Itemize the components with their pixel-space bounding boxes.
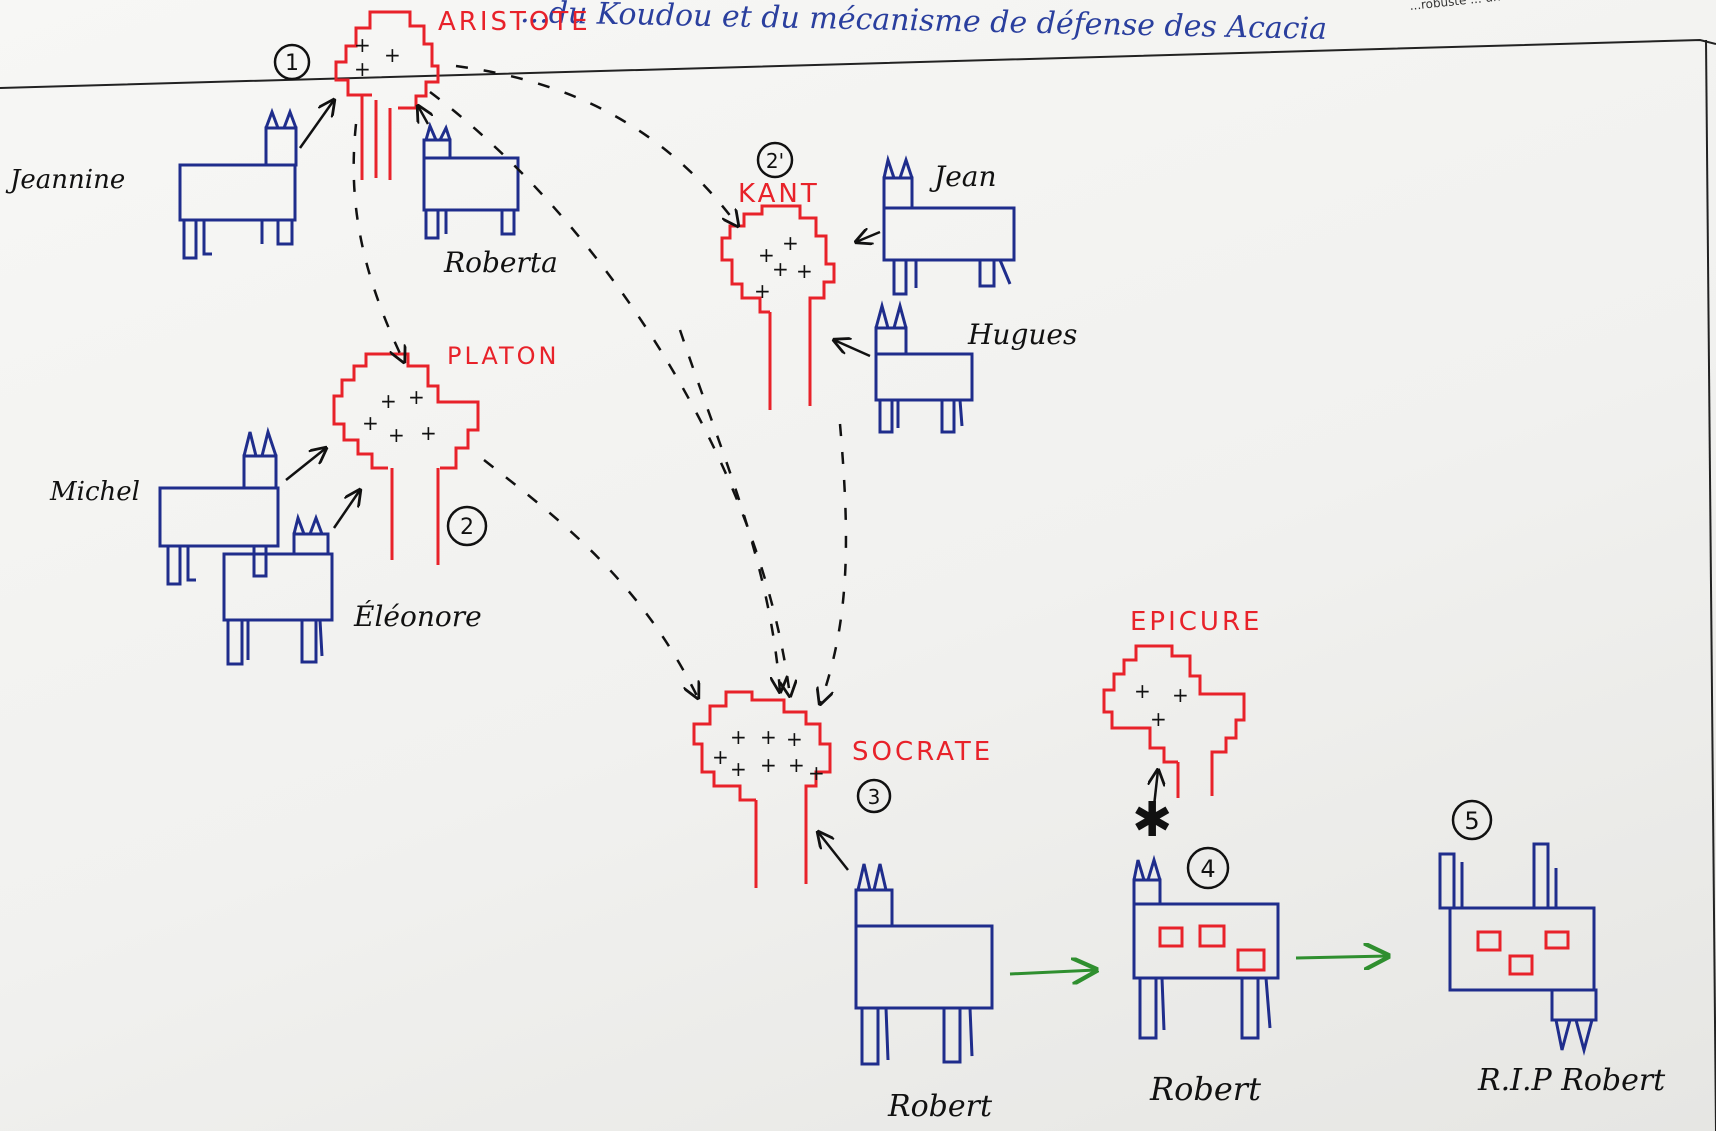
svg-text:+: + xyxy=(730,757,747,781)
step-circle-2 xyxy=(446,505,488,547)
svg-text:+: + xyxy=(760,753,777,777)
tree-platon xyxy=(332,352,480,565)
tree-label-kant: KANT xyxy=(738,179,820,209)
svg-text:+: + xyxy=(354,57,371,81)
animal-jeannine xyxy=(178,107,298,260)
svg-text:+: + xyxy=(388,423,405,447)
tree-leaves-socrate: +++ +++++ xyxy=(712,725,825,785)
arrow-eleonore-platon xyxy=(332,490,360,529)
arrow-michel-platon xyxy=(285,448,326,481)
tree-leaves-epicure: +++ xyxy=(1134,679,1189,731)
tree-label-aristote: ARISTOTE xyxy=(438,7,591,37)
animal-label-eleonore: Éléonore xyxy=(353,600,482,633)
svg-text:+: + xyxy=(712,745,729,769)
animal-label-robert-2: Robert xyxy=(1149,1070,1261,1108)
arrow-jeannine-aristote xyxy=(298,100,334,149)
step-number-2b: 2' xyxy=(766,149,784,173)
svg-text:+: + xyxy=(362,411,379,435)
header-text: ...du Koudou et du mécanisme de défense … xyxy=(520,0,1328,47)
step-circle-1 xyxy=(273,43,311,81)
arrow-hugues-kant xyxy=(834,340,871,358)
sheet-border xyxy=(0,38,1716,89)
animal-robert-2 xyxy=(1132,854,1280,1040)
svg-text:+: + xyxy=(786,727,803,751)
animal-robert-1 xyxy=(854,863,994,1066)
svg-text:+: + xyxy=(782,231,799,255)
svg-text:+: + xyxy=(760,725,777,749)
animal-michel xyxy=(158,426,280,586)
tree-socrate xyxy=(692,690,832,888)
animal-label-jeannine: Jeannine xyxy=(5,165,125,195)
tree-label-socrate: SOCRATE xyxy=(852,737,993,767)
svg-text:+: + xyxy=(808,761,825,785)
dash-aristote-platon xyxy=(352,123,404,362)
step-number-2: 2 xyxy=(460,515,474,540)
animal-eleonore xyxy=(222,512,334,666)
step-circle-2b xyxy=(756,141,794,179)
step-number-1: 1 xyxy=(285,51,299,76)
blocked-mark: ✱ xyxy=(1132,792,1172,848)
step-circle-5 xyxy=(1451,799,1493,841)
svg-text:+: + xyxy=(730,725,747,749)
animal-label-robert-3: R.I.P Robert xyxy=(1477,1063,1666,1098)
svg-text:+: + xyxy=(788,753,805,777)
step-circle-3 xyxy=(856,778,892,814)
header-right-fragment: ...robuste ... un arbre ... ressources .… xyxy=(1409,0,1696,13)
svg-text:+: + xyxy=(754,279,771,303)
sheet-border-right xyxy=(1705,39,1716,1131)
svg-text:+: + xyxy=(408,385,425,409)
tree-kant xyxy=(720,204,836,410)
dash-aristote-kant xyxy=(455,64,738,226)
animal-label-hugues: Hugues xyxy=(967,318,1077,351)
tree-aristote xyxy=(334,10,440,180)
tree-epicure xyxy=(1102,644,1246,798)
arrow-robert-epicure xyxy=(1154,770,1158,807)
svg-text:+: + xyxy=(1172,683,1189,707)
tree-label-epicure: EPICURE xyxy=(1130,607,1262,637)
svg-text:+: + xyxy=(772,257,789,281)
svg-text:+: + xyxy=(384,43,401,67)
arrow-robert-socrate xyxy=(818,832,849,871)
animal-label-jean: Jean xyxy=(929,160,997,193)
step-number-5: 5 xyxy=(1464,807,1479,835)
arrow-roberta-aristote xyxy=(418,106,428,125)
tree-leaves-kant: +++++ xyxy=(754,231,813,303)
transition-arrow-1 xyxy=(1009,970,1096,974)
animal-label-robert-1: Robert xyxy=(887,1089,993,1124)
svg-text:+: + xyxy=(354,33,371,57)
animal-hugues xyxy=(874,300,974,434)
dash-aristote-socrate xyxy=(429,91,790,696)
tree-leaves-platon: +++++ xyxy=(362,385,437,447)
dash-platon-socrate xyxy=(483,459,698,698)
animal-jean xyxy=(882,154,1016,296)
step-number-3: 3 xyxy=(868,785,881,809)
tree-label-platon: PLATON xyxy=(447,342,559,370)
step-circle-4 xyxy=(1186,846,1230,890)
svg-text:+: + xyxy=(420,421,437,445)
step-number-4: 4 xyxy=(1200,855,1215,883)
animal-label-roberta: Roberta xyxy=(443,246,558,279)
animal-roberta xyxy=(422,121,520,240)
dash-kant-socrate xyxy=(820,423,848,704)
svg-text:+: + xyxy=(380,389,397,413)
transition-arrow-2 xyxy=(1295,956,1388,958)
svg-text:+: + xyxy=(1150,707,1167,731)
svg-text:+: + xyxy=(758,243,775,267)
svg-text:+: + xyxy=(796,259,813,283)
arrow-jean-kant xyxy=(856,232,881,242)
animal-robert-3 xyxy=(1438,842,1598,1056)
dash-kant-socrate-2 xyxy=(678,329,780,692)
svg-text:+: + xyxy=(1134,679,1151,703)
sickness-marks xyxy=(1158,924,1570,976)
tree-leaves-aristote: +++ xyxy=(354,33,401,81)
animal-label-michel: Michel xyxy=(49,477,140,507)
